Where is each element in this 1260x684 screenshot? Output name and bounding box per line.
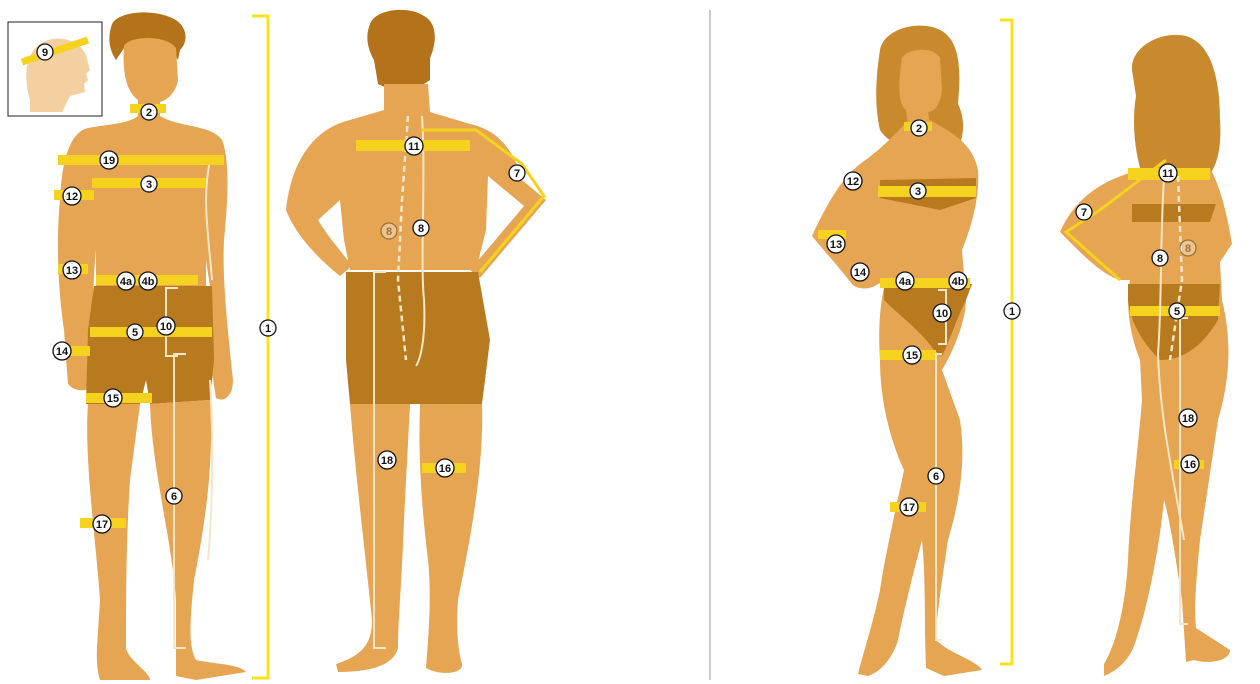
measurement-label-m1: 1: [260, 320, 276, 336]
label-number: 6: [171, 491, 177, 503]
measurement-label-f15: 15: [903, 346, 921, 364]
label-number: 15: [107, 393, 119, 405]
measurement-label-m2: 2: [141, 104, 157, 120]
measurement-label-fb11: 11: [1159, 164, 1177, 182]
measurement-label-m4a: 4a: [117, 272, 135, 290]
label-number: 10: [160, 321, 172, 333]
measurement-label-m13: 13: [63, 261, 81, 279]
label-number: 7: [514, 168, 520, 180]
measurement-label-m17: 17: [93, 515, 111, 533]
label-number: 15: [906, 350, 918, 362]
label-number: 8: [386, 226, 392, 238]
measurement-label-f13: 13: [827, 235, 845, 253]
label-number: 14: [56, 346, 69, 358]
label-number: 7: [1081, 207, 1087, 219]
label-number: 5: [132, 327, 138, 339]
label-number: 13: [830, 239, 842, 251]
measurement-label-mb8f: 8: [381, 223, 397, 239]
label-number: 18: [381, 455, 393, 467]
label-number: 11: [1162, 168, 1174, 180]
measurement-label-f14: 14: [851, 263, 869, 281]
label-number: 6: [933, 471, 939, 483]
label-number: 1: [265, 323, 271, 335]
label-number: 8: [1185, 243, 1191, 255]
measurement-label-mb16: 16: [436, 459, 454, 477]
label-number: 17: [903, 502, 915, 514]
measurement-label-m5: 5: [127, 324, 143, 340]
label-number: 16: [439, 463, 451, 475]
measurement-label-f10: 10: [933, 304, 951, 322]
measurement-label-f2: 2: [911, 120, 927, 136]
label-number: 19: [103, 155, 115, 167]
label-number: 18: [1182, 413, 1194, 425]
measurement-label-f3: 3: [910, 183, 926, 199]
female-back-figure: [1060, 35, 1232, 676]
label-number: 12: [847, 176, 859, 188]
label-number: 4a: [120, 276, 133, 288]
label-number: 2: [146, 107, 152, 119]
label-number: 10: [936, 308, 948, 320]
measurement-label-fb16: 16: [1181, 455, 1199, 473]
label-number: 2: [916, 123, 922, 135]
measurement-label-m12: 12: [63, 187, 81, 205]
label-number: 4b: [142, 276, 155, 288]
label-number: 4a: [899, 276, 912, 288]
measurement-label-f4b: 4b: [949, 272, 967, 290]
male-front-figure: [8, 12, 268, 680]
measurement-label-m9: 9: [37, 44, 53, 60]
label-number: 9: [42, 47, 48, 59]
measurement-label-mb7: 7: [509, 165, 525, 181]
label-number: 11: [408, 141, 420, 153]
male-back-figure: [286, 10, 546, 673]
label-number: 13: [66, 265, 78, 277]
measurement-label-f4a: 4a: [896, 272, 914, 290]
measurement-label-f12: 12: [844, 172, 862, 190]
measurement-label-fb8f: 8: [1180, 240, 1196, 256]
measurement-label-mb8: 8: [413, 220, 429, 236]
measurement-label-fb5: 5: [1169, 303, 1185, 319]
label-number: 14: [854, 267, 867, 279]
measurement-label-f1: 1: [1004, 303, 1020, 319]
measurement-label-fb8: 8: [1152, 250, 1168, 266]
label-number: 1: [1009, 306, 1015, 318]
label-number: 4b: [952, 276, 965, 288]
measurement-label-m14: 14: [53, 342, 71, 360]
measurement-label-mb18: 18: [378, 451, 396, 469]
label-number: 3: [915, 186, 921, 198]
label-number: 16: [1184, 459, 1196, 471]
head-measure-inset: [8, 22, 102, 116]
measurement-label-m15: 15: [104, 389, 122, 407]
label-number: 8: [1157, 253, 1163, 265]
label-number: 17: [96, 519, 108, 531]
label-number: 8: [418, 223, 424, 235]
measurement-label-fb7: 7: [1076, 204, 1092, 220]
measurement-label-m19: 19: [100, 151, 118, 169]
measurement-label-mb11: 11: [405, 137, 423, 155]
measurement-label-fb18: 18: [1179, 409, 1197, 427]
label-number: 3: [146, 179, 152, 191]
measurement-label-m4b: 4b: [139, 272, 157, 290]
measurement-label-f6: 6: [928, 468, 944, 484]
measurement-label-m6: 6: [166, 488, 182, 504]
label-number: 5: [1174, 306, 1180, 318]
measurement-label-m3: 3: [141, 176, 157, 192]
measurement-label-m10: 10: [157, 317, 175, 335]
measurement-label-f17: 17: [900, 498, 918, 516]
label-number: 12: [66, 191, 78, 203]
